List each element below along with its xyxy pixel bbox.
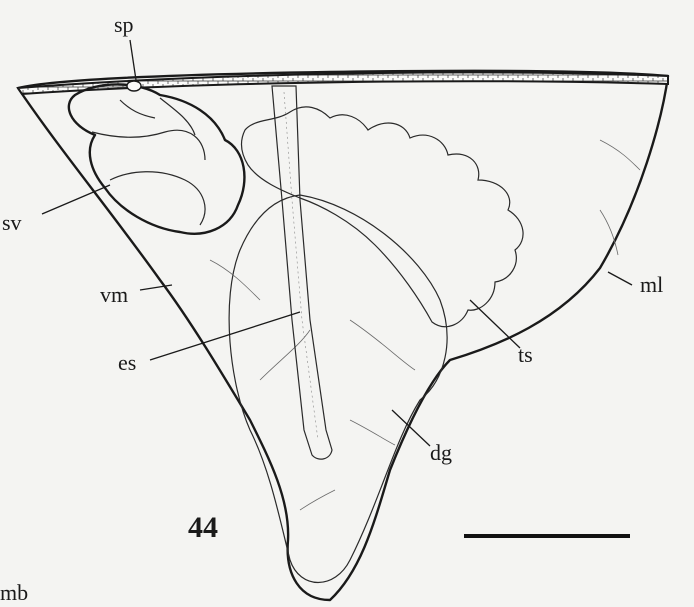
label-ts: ts [518, 342, 533, 367]
label-vm: vm [100, 282, 128, 307]
digestive-gland [210, 140, 640, 583]
label-sp: sp [114, 12, 134, 37]
label-mb: mb [0, 580, 28, 605]
esophagus [272, 86, 332, 459]
seminal-vesicle [69, 84, 245, 233]
specimen-body [18, 71, 668, 600]
leader-lines [42, 40, 632, 446]
seminal-papilla [127, 81, 141, 91]
label-sv: sv [2, 210, 22, 235]
label-dg: dg [430, 440, 452, 465]
label-ml: ml [640, 272, 663, 297]
label-es: es [118, 350, 136, 375]
mantle-margin [18, 72, 668, 94]
figure-number: 44 [188, 511, 218, 544]
